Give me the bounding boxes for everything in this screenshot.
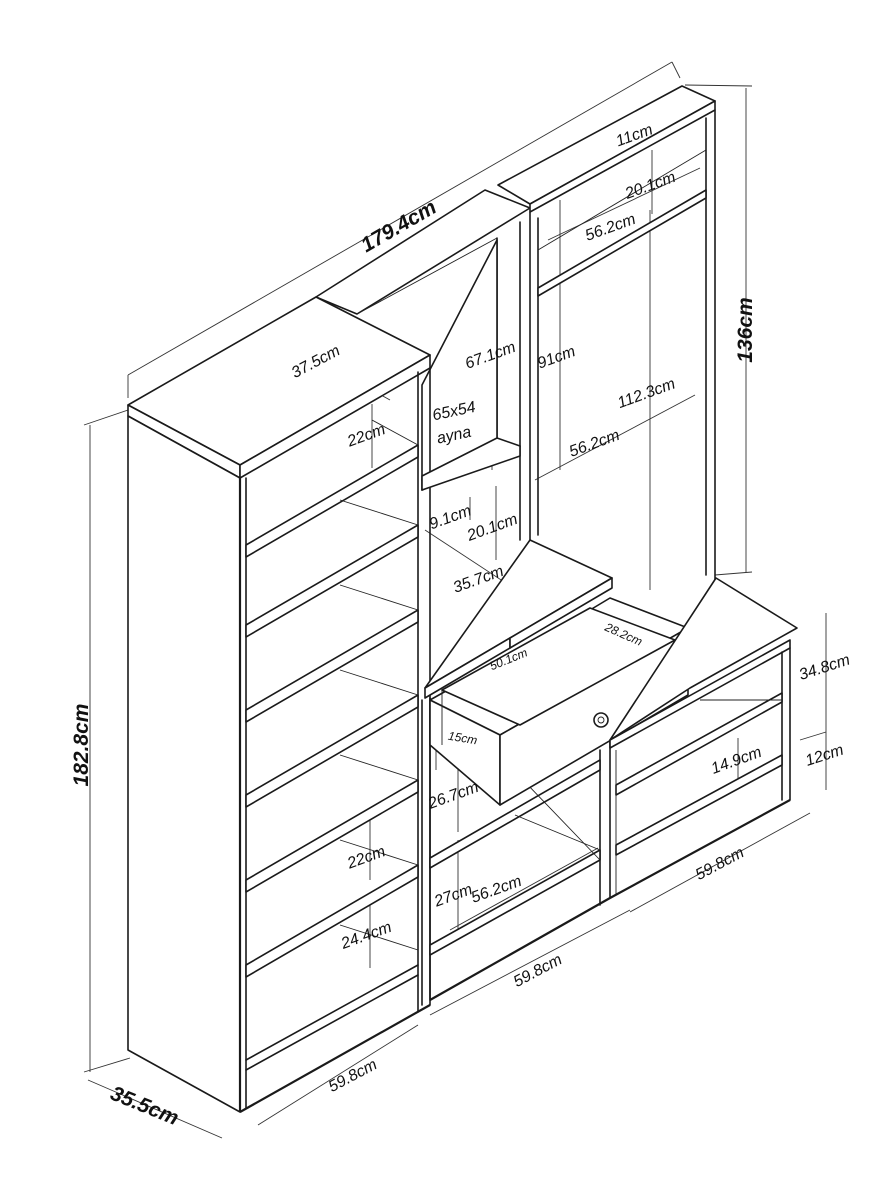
- drawer-knob-icon: [593, 712, 609, 728]
- label-bench-lower: 12cm: [803, 742, 845, 770]
- label-mirror-word: ayna: [435, 424, 473, 448]
- label-hang-full: 112.3cm: [615, 375, 677, 412]
- left-bookcase: [127, 296, 431, 1113]
- label-drawer-height: 15cm: [447, 729, 478, 748]
- label-left-shelf-bottom: 24.4cm: [338, 919, 394, 953]
- label-right-width: 59.8cm: [693, 844, 747, 884]
- right-bench: [609, 577, 798, 899]
- top-back-frame: [315, 85, 716, 581]
- label-total-height: 182.8cm: [70, 704, 93, 787]
- label-left-shelf-top: 22cm: [344, 421, 388, 451]
- label-depth: 35.5cm: [107, 1082, 182, 1130]
- label-left-shelf-mid: 22cm: [344, 843, 388, 873]
- label-middle-width: 59.8cm: [511, 951, 565, 991]
- label-middle-lower: 27cm: [431, 881, 475, 911]
- label-top-shelf: 20.1cm: [622, 169, 678, 203]
- label-bench-height: 34.8cm: [797, 652, 852, 684]
- label-middle-upper: 26.7cm: [425, 779, 481, 813]
- label-left-width: 59.8cm: [326, 1056, 380, 1096]
- label-right-height: 136cm: [734, 297, 757, 362]
- label-hang-inner: 56.2cm: [567, 427, 622, 461]
- middle-unit: [421, 437, 689, 1006]
- label-hang-height: 91cm: [535, 343, 578, 372]
